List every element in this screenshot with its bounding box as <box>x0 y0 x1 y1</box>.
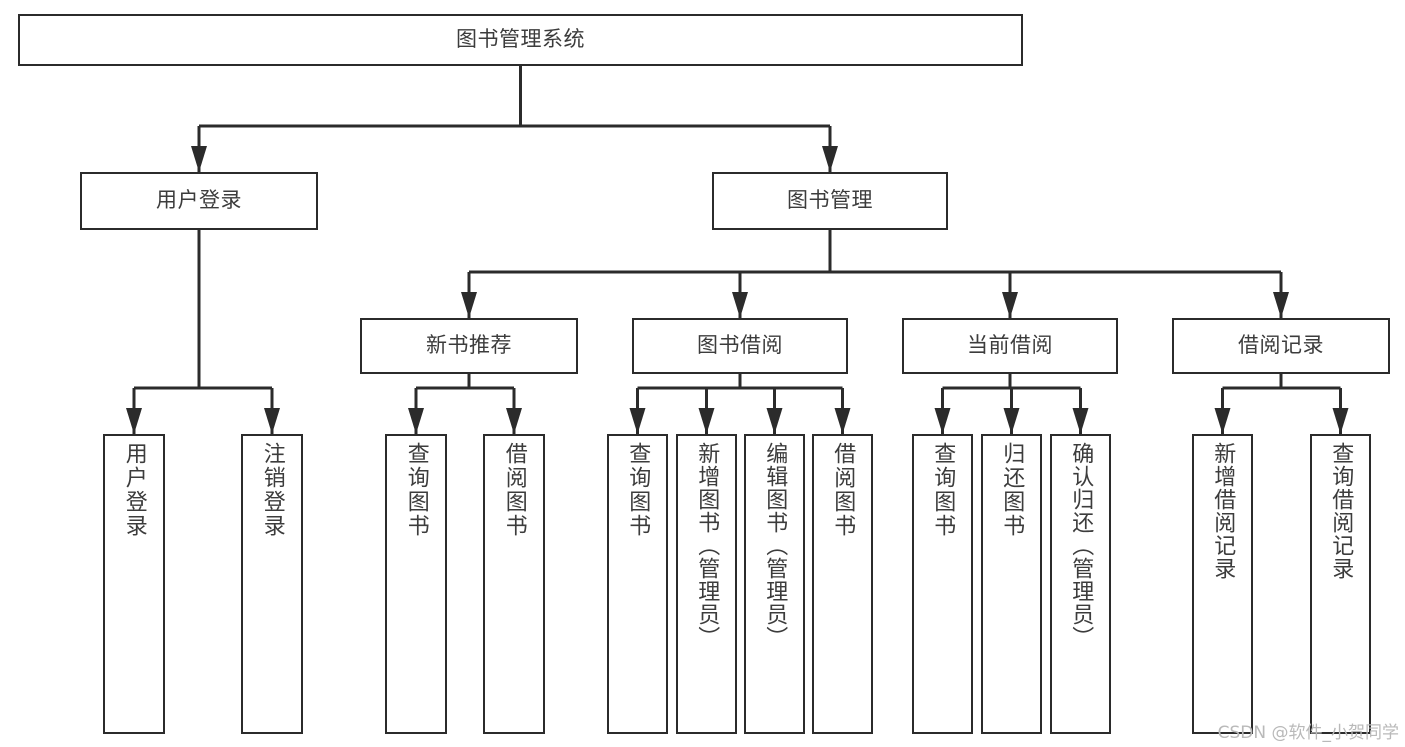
connector-arrowhead <box>1273 292 1289 318</box>
node-label: 借阅图书 <box>501 442 527 538</box>
node-root[interactable]: 图书管理系统 <box>18 14 1023 66</box>
node-leaf-query-book-3[interactable]: 查询图书 <box>912 434 973 734</box>
node-label: 新增借阅记录 <box>1210 442 1236 580</box>
connector-arrowhead <box>934 408 951 434</box>
node-label: 借阅记录 <box>1238 333 1324 358</box>
node-book-borrow[interactable]: 图书借阅 <box>632 318 848 374</box>
node-leaf-return-book[interactable]: 归还图书 <box>981 434 1042 734</box>
node-leaf-edit-book[interactable]: 编辑图书（管理员） <box>744 434 805 734</box>
node-leaf-query-book-1[interactable]: 查询图书 <box>385 434 447 734</box>
connector-arrowhead <box>408 408 424 434</box>
node-leaf-borrow-book-2[interactable]: 借阅图书 <box>812 434 873 734</box>
node-leaf-logout[interactable]: 注销登录 <box>241 434 303 734</box>
node-book-manage[interactable]: 图书管理 <box>712 172 948 230</box>
node-label: 查询图书 <box>625 442 651 538</box>
node-leaf-query-book-2[interactable]: 查询图书 <box>607 434 668 734</box>
connector-arrowhead <box>629 408 646 434</box>
node-label: 注销登录 <box>259 442 285 538</box>
node-leaf-add-book[interactable]: 新增图书（管理员） <box>676 434 737 734</box>
connector-arrowhead <box>698 408 715 434</box>
node-leaf-confirm-return[interactable]: 确认归还（管理员） <box>1050 434 1111 734</box>
node-label: 查询借阅记录 <box>1328 442 1354 580</box>
connector-arrowhead <box>1332 408 1349 434</box>
node-leaf-query-record[interactable]: 查询借阅记录 <box>1310 434 1371 734</box>
node-label: 查询图书 <box>930 442 956 538</box>
node-leaf-add-record[interactable]: 新增借阅记录 <box>1192 434 1253 734</box>
node-leaf-borrow-book-1[interactable]: 借阅图书 <box>483 434 545 734</box>
watermark: CSDN @软件_小贺同学 <box>1217 723 1399 743</box>
node-label: 新增图书（管理员） <box>694 442 720 649</box>
node-label: 图书管理系统 <box>456 27 585 52</box>
node-leaf-user-login[interactable]: 用户登录 <box>103 434 165 734</box>
node-label: 新书推荐 <box>426 333 512 358</box>
node-current-borrow[interactable]: 当前借阅 <box>902 318 1118 374</box>
node-user-login[interactable]: 用户登录 <box>80 172 318 230</box>
connector-arrowhead <box>191 146 207 172</box>
node-label: 确认归还（管理员） <box>1068 442 1094 649</box>
node-label: 图书管理 <box>787 188 873 213</box>
connector-arrowhead <box>1003 408 1020 434</box>
connector-arrowhead <box>834 408 851 434</box>
connector-arrowhead <box>766 408 783 434</box>
connector-arrowhead <box>822 146 838 172</box>
connector-arrowhead <box>506 408 522 434</box>
connector-arrowhead <box>264 408 280 434</box>
node-label: 当前借阅 <box>967 333 1053 358</box>
node-label: 图书借阅 <box>697 333 783 358</box>
node-label: 编辑图书（管理员） <box>762 442 788 649</box>
node-new-book-rec[interactable]: 新书推荐 <box>360 318 578 374</box>
connector-arrowhead <box>732 292 748 318</box>
connector-arrowhead <box>461 292 477 318</box>
node-label: 借阅图书 <box>830 442 856 538</box>
node-label: 查询图书 <box>403 442 429 538</box>
connector-arrowhead <box>1002 292 1018 318</box>
node-label: 用户登录 <box>121 442 147 538</box>
connector-arrowhead <box>1214 408 1231 434</box>
node-label: 归还图书 <box>999 442 1025 538</box>
node-borrow-record[interactable]: 借阅记录 <box>1172 318 1390 374</box>
connector-arrowhead <box>126 408 142 434</box>
node-label: 用户登录 <box>156 188 242 213</box>
connector-arrowhead <box>1072 408 1089 434</box>
